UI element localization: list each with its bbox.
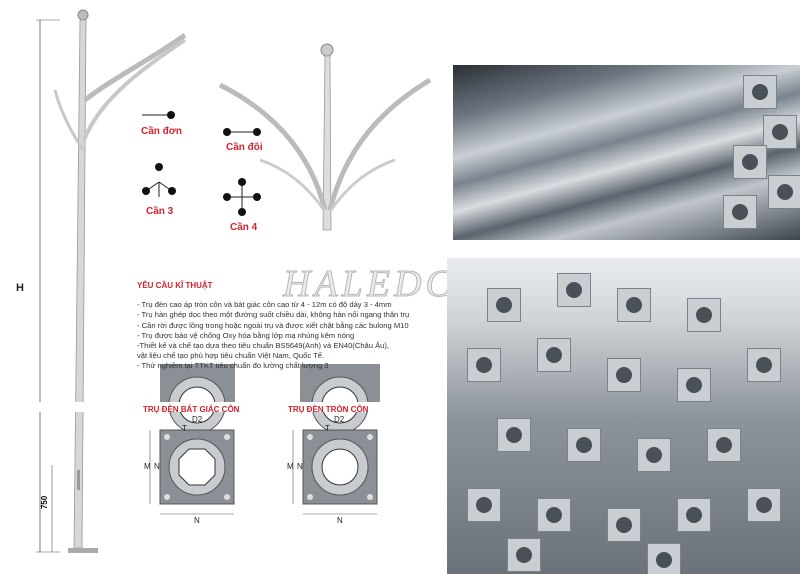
spec-line: - Trụ hàn ghép dọc theo một đường suốt c… xyxy=(137,310,410,320)
spec-line: -Thiết kế và chế tạo dựa theo tiêu chuẩn… xyxy=(137,341,390,351)
single-arm-icon xyxy=(142,111,175,119)
triple-arm-icon xyxy=(142,163,176,197)
height-label: H xyxy=(16,282,24,294)
d2-label: D2 xyxy=(192,415,203,424)
arm-label-quad: Cần 4 xyxy=(230,222,258,233)
t-label: T xyxy=(182,424,187,433)
pole-drawing xyxy=(36,9,432,553)
pole-shaft xyxy=(73,19,87,549)
round-base-section xyxy=(292,429,378,515)
d2-label: D2 xyxy=(334,415,345,424)
spec-title: YÊU CẦU KĨ THUẬT xyxy=(137,281,213,290)
arm-label-single: Cần đơn xyxy=(141,126,182,137)
n-label: N xyxy=(154,462,160,471)
technical-requirements: YÊU CẦU KĨ THUẬT - Trụ đèn cao áp tròn c… xyxy=(137,281,447,372)
spec-line: - Trụ được bảo vệ chống Oxy hóa bằng lớp… xyxy=(137,330,355,340)
octagonal-base-section xyxy=(149,429,235,515)
spec-line: vật liệu chế tạo phù hợp tiêu chuẩn Việt… xyxy=(137,351,325,361)
spec-line: - Cần rời được lồng trong hoặc ngoài trụ… xyxy=(137,320,409,330)
spec-line: - Thử nghiệm tại TTKT tiêu chuẩn đo lườn… xyxy=(137,361,329,371)
base-height-label: 750 xyxy=(40,495,50,510)
m-label: M xyxy=(144,462,151,471)
double-arm-icon xyxy=(223,128,261,136)
poles-stack-photo xyxy=(453,65,800,240)
round-section-title: TRỤ ĐÈN TRÒN CÔN xyxy=(288,405,369,414)
m-label: M xyxy=(287,462,294,471)
t-label: T xyxy=(325,424,330,433)
arm-label-double: Cần đôi xyxy=(226,142,263,153)
base-flanges-photo xyxy=(447,258,800,574)
arm-finial xyxy=(320,43,334,57)
n-label-bottom: N xyxy=(194,516,200,525)
pole-finial xyxy=(77,9,89,21)
octagonal-section-title: TRỤ ĐÈN BÁT GIÁC CÔN xyxy=(143,405,240,414)
n-label: N xyxy=(297,462,303,471)
n-label-bottom: N xyxy=(337,516,343,525)
spec-line: - Trụ đèn cao áp tròn côn và bát giác cô… xyxy=(137,300,392,310)
arm-label-triple: Cần 3 xyxy=(146,206,174,217)
quad-arm-icon xyxy=(223,178,261,216)
